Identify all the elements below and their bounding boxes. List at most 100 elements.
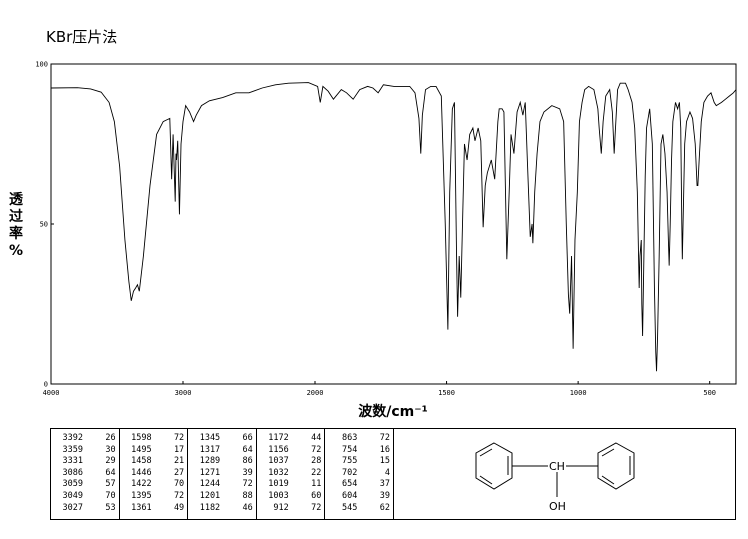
peak-row: 1019 11 <box>261 479 322 491</box>
chart-title: KBr压片法 <box>46 28 118 46</box>
ch-label: CH <box>549 460 565 473</box>
peak-row: 1032 22 <box>261 467 322 480</box>
x-tick-label: 3000 <box>175 389 192 397</box>
peak-transmittance: 62 <box>379 502 390 513</box>
peak-transmittance: 39 <box>379 490 390 501</box>
structure-box: CH OH <box>394 428 736 520</box>
peak-transmittance: 46 <box>242 502 253 513</box>
peak-row: 3027 53 <box>55 503 116 515</box>
peak-wavenumber: 1019 <box>268 479 289 490</box>
x-tick-label: 4000 <box>43 389 60 397</box>
peak-wavenumber: 3359 <box>62 444 83 455</box>
peak-transmittance: 11 <box>311 479 322 490</box>
peak-wavenumber: 1156 <box>268 444 289 455</box>
y-tick-label: 100 <box>35 61 48 69</box>
peak-transmittance: 4 <box>384 467 390 478</box>
right-phenyl-ring <box>597 442 635 490</box>
peak-transmittance: 29 <box>105 456 116 467</box>
peak-transmittance: 53 <box>105 502 116 513</box>
peak-wavenumber: 3392 <box>62 433 83 443</box>
peak-transmittance: 16 <box>379 444 390 455</box>
x-tick-label: 500 <box>703 389 716 397</box>
peak-row: 545 62 <box>329 503 390 515</box>
peak-transmittance: 57 <box>105 479 116 490</box>
peak-transmittance: 72 <box>242 479 253 490</box>
peak-wavenumber: 604 <box>342 490 358 501</box>
peak-transmittance: 70 <box>105 490 116 501</box>
ring-double-bond <box>479 448 493 457</box>
peak-wavenumber: 1003 <box>268 490 289 501</box>
peak-wavenumber: 1182 <box>199 502 221 513</box>
peak-transmittance: 88 <box>242 490 253 501</box>
peak-row: 3059 57 <box>55 479 116 491</box>
peak-wavenumber: 702 <box>342 467 358 478</box>
ring-double-bond <box>601 475 615 485</box>
peak-transmittance: 15 <box>379 456 390 467</box>
x-tick-label: 2000 <box>307 389 324 397</box>
peak-row: 1037 28 <box>261 456 322 468</box>
peak-row: 1495 17 <box>124 444 185 457</box>
peak-wavenumber: 654 <box>342 479 358 490</box>
peak-transmittance: 72 <box>311 502 322 513</box>
oh-label: OH <box>549 500 566 513</box>
peak-wavenumber: 3049 <box>62 490 83 501</box>
peak-wavenumber: 863 <box>342 433 358 443</box>
peak-wavenumber: 3059 <box>62 479 83 490</box>
peak-wavenumber: 1495 <box>131 444 152 455</box>
peak-wavenumber: 1361 <box>131 502 152 513</box>
peak-transmittance: 17 <box>173 444 185 455</box>
left-phenyl-ring <box>475 442 513 490</box>
peak-row: 754 16 <box>329 445 390 457</box>
peak-wavenumber: 1598 <box>131 433 152 443</box>
peak-wavenumber: 1422 <box>131 479 152 490</box>
peak-wavenumber: 755 <box>342 456 358 467</box>
peak-row: 1598 72 <box>124 433 185 445</box>
peak-wavenumber: 912 <box>273 502 289 513</box>
peak-row: 912 72 <box>261 502 322 515</box>
peak-transmittance: 26 <box>105 433 116 443</box>
peak-transmittance: 72 <box>173 433 185 443</box>
peak-row: 3049 70 <box>55 491 116 503</box>
peak-wavenumber: 754 <box>342 444 358 455</box>
peak-transmittance: 27 <box>173 467 185 478</box>
peak-wavenumber: 1395 <box>131 490 152 501</box>
peak-wavenumber: 1345 <box>199 433 221 443</box>
peak-transmittance: 86 <box>242 456 253 467</box>
x-axis-title: 波数/cm⁻¹ <box>358 403 428 420</box>
spectrum-line <box>50 82 737 372</box>
x-tick-label: 1500 <box>438 389 455 397</box>
peak-transmittance: 37 <box>379 479 390 490</box>
peak-transmittance: 30 <box>105 444 116 455</box>
peak-row: 3392 26 <box>55 433 116 445</box>
y-axis-title-char: % <box>8 243 24 259</box>
peak-wavenumber: 1037 <box>268 456 289 467</box>
y-axis-title-char: 率 <box>9 226 23 242</box>
peak-wavenumber: 545 <box>342 502 358 513</box>
peak-wavenumber: 1289 <box>199 456 221 467</box>
peak-transmittance: 39 <box>242 467 253 478</box>
peak-transmittance: 28 <box>311 456 322 467</box>
peak-wavenumber: 1032 <box>268 467 289 478</box>
peak-wavenumber: 3027 <box>62 502 83 513</box>
peak-transmittance: 21 <box>173 456 185 467</box>
peak-wavenumber: 1446 <box>131 467 152 478</box>
peak-row: 702 4 <box>329 468 390 480</box>
peak-row: 1446 27 <box>124 467 185 480</box>
peak-transmittance: 22 <box>311 467 322 478</box>
ring-double-bond <box>601 448 615 457</box>
